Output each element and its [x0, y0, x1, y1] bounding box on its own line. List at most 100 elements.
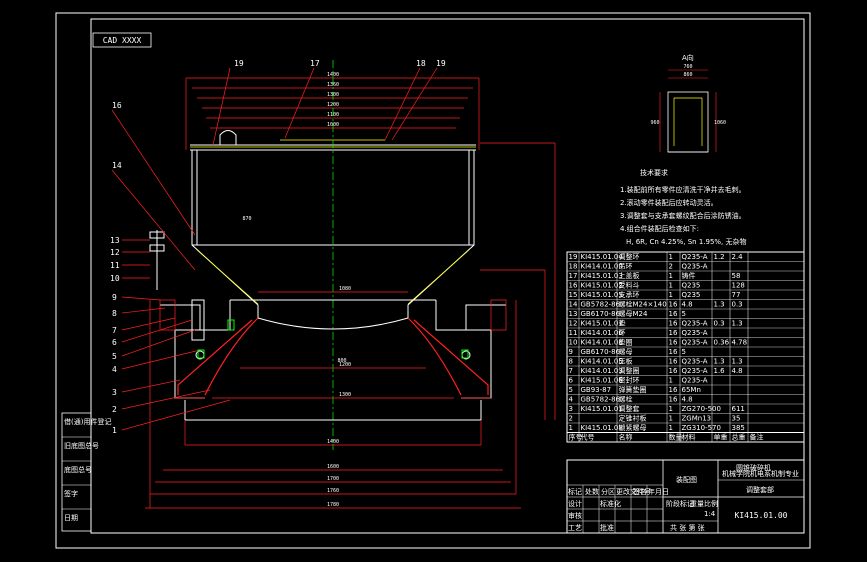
bom-cell: 4	[569, 396, 574, 404]
bom-cell: Q235-A	[682, 253, 708, 261]
assembly-view: 1400 1360 1300 1200 1100 1000	[110, 59, 556, 509]
bom-cell: 1.3	[732, 320, 743, 328]
part-number-label: 19	[234, 59, 244, 68]
detail-dimension: 860	[683, 72, 692, 78]
top-dimension: 1400	[327, 72, 339, 78]
bom-cell: 1	[669, 282, 673, 290]
bom-cell: 上盖板	[619, 271, 640, 280]
bom-header-cell: 总重	[732, 433, 746, 442]
part-number-label: 4	[112, 365, 117, 374]
bom-cell: 1	[569, 424, 573, 432]
bom-cell: 螺栓M24×140	[619, 300, 667, 309]
bom-cell: 6	[569, 377, 574, 385]
sheet-info: 共 张 第 张	[670, 523, 705, 532]
bom-cell: ZG310-570	[682, 424, 721, 432]
bom-cell: 1.2	[714, 253, 725, 261]
top-dimension: 1360	[327, 82, 339, 88]
bom-header-cell: 备注	[750, 433, 764, 442]
bom-cell: 11	[569, 329, 578, 337]
side-dimension: 870	[242, 216, 251, 222]
corner-stamp-box	[92, 32, 152, 48]
school-name: 机械学院机电系机制专业	[722, 469, 799, 478]
part-number-label: 8	[112, 309, 117, 318]
bom-cell: 1.3	[714, 301, 725, 309]
bom-cell: 5	[569, 386, 573, 394]
bom-cell: 17	[569, 272, 578, 280]
bom-cell: 13	[569, 310, 578, 318]
bottom-dimension: 1760	[327, 488, 339, 494]
title-block-label: 签名	[633, 487, 647, 496]
bom-header-cell: 单重	[714, 433, 728, 442]
tech-requirement-line: H, 6R, Cn 4.25%, Sn 1.95%, 无杂物	[626, 237, 747, 246]
bom-cell: 调整圈	[619, 366, 640, 375]
title-block: 标记 处数 分区 更改文件号 签名 年月日 设计 标准化 审核 工艺 批准 阶段…	[566, 459, 805, 534]
bom-cell: 4.78	[732, 339, 748, 347]
bom-cell: 2.4	[732, 253, 744, 261]
bom-cell: 螺栓	[619, 395, 633, 404]
bottom-dimension: 1700	[327, 476, 339, 482]
bom-cell: ZGMn13	[682, 415, 712, 423]
bom-cell: 环	[619, 329, 626, 337]
part-number-label: 14	[112, 161, 122, 170]
bom-cell: GB6170-86	[581, 348, 621, 356]
bom-cell: 35	[732, 415, 741, 423]
part-number-label: 18	[416, 59, 426, 68]
bom-cell: 385	[732, 424, 745, 432]
bom-cell: 4.8	[682, 396, 693, 404]
title-block-label: 分区	[601, 487, 615, 496]
bom-cell: Q235-A	[682, 377, 708, 385]
tech-requirement-line: 2.滚动零件装配后应转动灵活。	[620, 198, 718, 207]
bom-cell: 9	[569, 348, 573, 356]
part-number-label: 7	[112, 326, 117, 335]
detail-dimension: 1060	[714, 120, 726, 126]
bom-cell: 128	[732, 282, 745, 290]
mid-dimension: 1080	[339, 286, 351, 292]
side-dimension: 800	[337, 358, 346, 364]
bom-cell: KI415.01.07	[581, 320, 623, 328]
bom-cell: 1.6	[714, 367, 726, 375]
title-block-label: 阶段标记	[666, 499, 694, 508]
bottom-dimension: 1600	[327, 464, 339, 470]
bom-cell: 受料斗	[619, 281, 640, 290]
bom-cell: 1	[669, 272, 673, 280]
tech-requirements-title: 技术要求	[640, 168, 668, 177]
bom-cell: 吊环	[619, 263, 633, 271]
bom-cell: 支承环	[619, 290, 640, 299]
part-number-label: 17	[310, 59, 320, 68]
bom-cell: 4.8	[682, 301, 693, 309]
tech-requirement-line: 1.装配前所有零件应清洗干净并去毛刺。	[620, 185, 746, 194]
bom-cell: KI415.01.02	[581, 282, 623, 290]
bom-header-cell: 材料	[682, 433, 696, 442]
title-block-label: 更改文件号	[616, 487, 651, 496]
bom-cell: 16	[669, 386, 678, 394]
left-strip: 借(通)用件登记 旧底图总号 底图总号 签字 日期	[61, 412, 111, 532]
bom-cell: Q235-A	[682, 358, 708, 366]
left-strip-label: 日期	[64, 514, 78, 522]
bom-cell: 15	[569, 291, 578, 299]
bom-cell: 1	[669, 291, 673, 299]
bom-cell: 2	[569, 415, 573, 423]
mid-dimension: 1200	[339, 362, 351, 368]
bom-cell: KI415.01.01	[581, 405, 623, 413]
bom-cell: 16	[569, 282, 578, 290]
bom-header-cell: 代号	[581, 433, 595, 442]
bom-cell: KI415.01.08	[581, 424, 623, 432]
part-number-label: 2	[112, 405, 117, 414]
bom-cell: 垫圈	[619, 338, 633, 347]
bom-cell: GB5782-86	[581, 301, 621, 309]
bom-cell: 3	[569, 405, 573, 413]
bom-cell: KI414.01.06	[581, 329, 624, 337]
part-number-label: 19	[436, 59, 446, 68]
bom-cell: 0.3	[732, 301, 743, 309]
bom-cell: 5	[682, 348, 686, 356]
left-strip-label: 旧底图总号	[64, 441, 99, 450]
bom-cell: 16	[669, 367, 678, 375]
bom-cell: KI414.01.09	[581, 263, 623, 271]
bom-cell: KI415.01.03	[581, 272, 623, 280]
assembly-name: 调整套部	[746, 485, 774, 494]
title-block-label: 重量	[690, 500, 704, 508]
part-number-label: 9	[112, 293, 117, 302]
bom-cell: GB93-87	[581, 386, 612, 394]
bom-cell: KI415.01.04	[581, 253, 624, 261]
bom-cell: Q235-A	[682, 263, 708, 271]
